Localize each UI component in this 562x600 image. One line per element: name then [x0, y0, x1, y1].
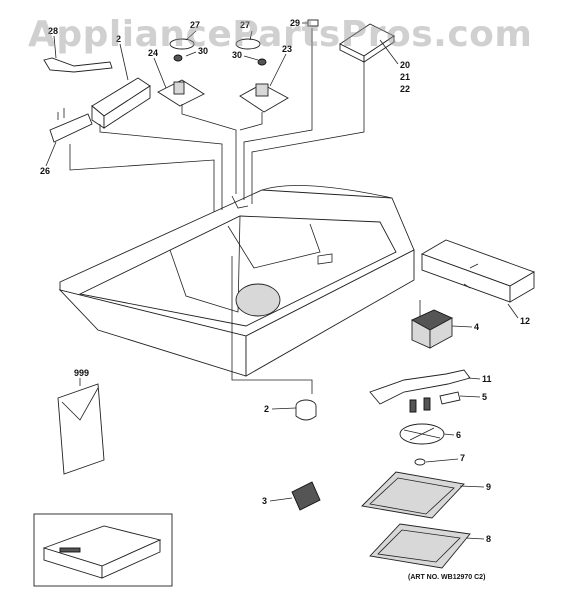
part-26-plate — [49, 108, 93, 143]
callout-6: 6 — [456, 430, 461, 440]
callout-26: 26 — [40, 166, 50, 176]
art-number: (ART NO. WB12970 C2) — [408, 574, 486, 581]
part-2-bulb — [295, 399, 317, 421]
part-9-filter — [361, 471, 465, 519]
part-27-knob-a — [169, 38, 195, 62]
callout-12: 12 — [520, 316, 530, 326]
callout-3: 3 — [262, 496, 267, 506]
part-24-switch — [157, 79, 205, 107]
callout-28: 28 — [48, 26, 58, 36]
part-6-fan-blade — [399, 423, 445, 445]
callout-29: 29 — [290, 18, 300, 28]
part-20-duct — [339, 23, 395, 63]
part-28-bracket — [43, 57, 113, 73]
callout-2: 2 — [264, 404, 269, 414]
part-12-housing — [420, 239, 536, 303]
part-7-nut — [414, 458, 426, 466]
callout-ticks — [45, 22, 519, 540]
callout-21: 21 — [400, 72, 410, 82]
part-999-manual — [57, 383, 105, 475]
callout-8: 8 — [486, 534, 491, 544]
part-23-switch — [239, 83, 289, 113]
callout-9: 9 — [486, 482, 491, 492]
callout-27: 27 — [240, 20, 250, 30]
part-8-filter — [369, 523, 471, 569]
leader-lines — [69, 28, 421, 394]
callout-22: 22 — [400, 84, 410, 94]
callout-30: 30 — [198, 46, 208, 56]
part-4-motor — [411, 309, 454, 349]
part-3-socket — [291, 481, 321, 511]
product-thumbnail-inset — [33, 513, 173, 587]
range-hood-body — [58, 185, 415, 377]
callout-4: 4 — [474, 322, 479, 332]
callout-24: 24 — [148, 48, 158, 58]
part-5-screws — [409, 391, 461, 413]
watermark-text: AppliancePartsPros.com — [28, 14, 533, 55]
callout-5: 5 — [482, 392, 487, 402]
callout-30: 30 — [232, 50, 242, 60]
callout-20: 20 — [400, 60, 410, 70]
callout-27: 27 — [190, 20, 200, 30]
part-2-lens — [91, 77, 151, 129]
callout-999: 999 — [74, 368, 89, 378]
callout-7: 7 — [460, 453, 465, 463]
part-27-knob-b — [235, 38, 267, 66]
callout-23: 23 — [282, 44, 292, 54]
callout-11: 11 — [482, 374, 492, 384]
callout-2: 2 — [116, 34, 121, 44]
